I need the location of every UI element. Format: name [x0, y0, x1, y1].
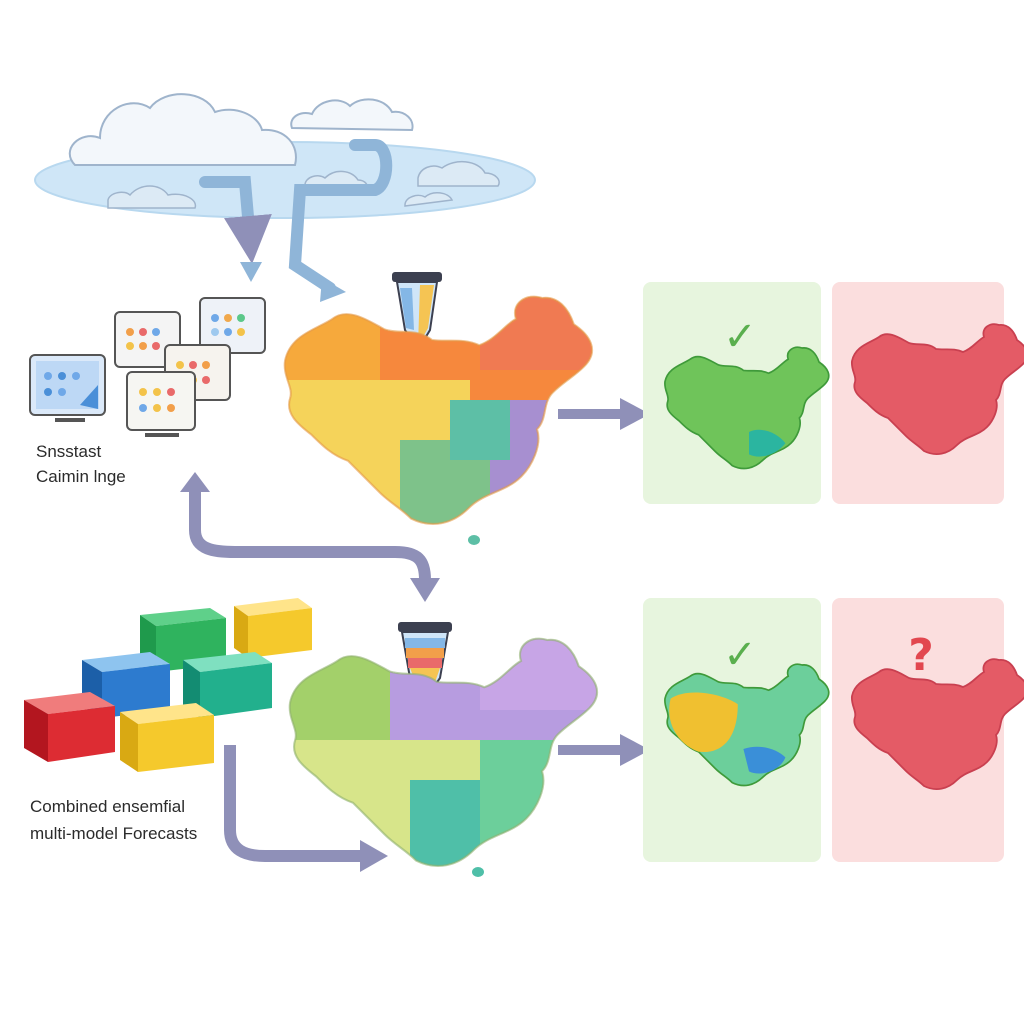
arrow-icon: [240, 262, 262, 282]
arrow-icon: [410, 578, 440, 602]
monitor-icon: [199, 297, 266, 354]
monitor-icon: [114, 311, 181, 368]
arrow-icon: [620, 398, 650, 430]
ensemble-label-line1: Combined ensemfial: [30, 797, 185, 816]
check-icon: ✓: [723, 632, 757, 678]
question-icon: ?: [908, 630, 934, 681]
cloud-icon: [68, 93, 297, 166]
arrow-icon: [199, 139, 393, 294]
cube-icon: [82, 652, 170, 718]
arrow-icon: [620, 734, 650, 766]
snapshot-label-line2: Caimin lnge: [36, 467, 126, 486]
arrow-icon: [224, 745, 365, 862]
arrow-icon: [320, 278, 346, 302]
arrow-icon: [360, 840, 388, 872]
valid-map-top: [664, 346, 830, 470]
monitor-icon: [126, 371, 196, 437]
cube-icon: [234, 598, 312, 658]
top-forecast-map: [284, 296, 593, 524]
island-marker: [468, 535, 480, 545]
funnel-icon: [392, 272, 442, 352]
valid-map-bottom: [664, 663, 830, 787]
cloud-icon: [290, 98, 414, 132]
arrow-icon: [180, 472, 210, 492]
check-icon: ✓: [723, 314, 757, 360]
cube-icon: [24, 692, 115, 762]
ensemble-label-line2: multi-model Forecasts: [30, 824, 198, 843]
cube-icon: [120, 703, 214, 772]
monitor-cluster: [29, 297, 266, 437]
arrow-icon: [189, 490, 431, 581]
snapshot-label-line1: Snsstast: [36, 442, 102, 461]
island-marker: [472, 867, 484, 877]
monitor-icon: [29, 354, 106, 422]
cube-icon: [183, 652, 272, 718]
